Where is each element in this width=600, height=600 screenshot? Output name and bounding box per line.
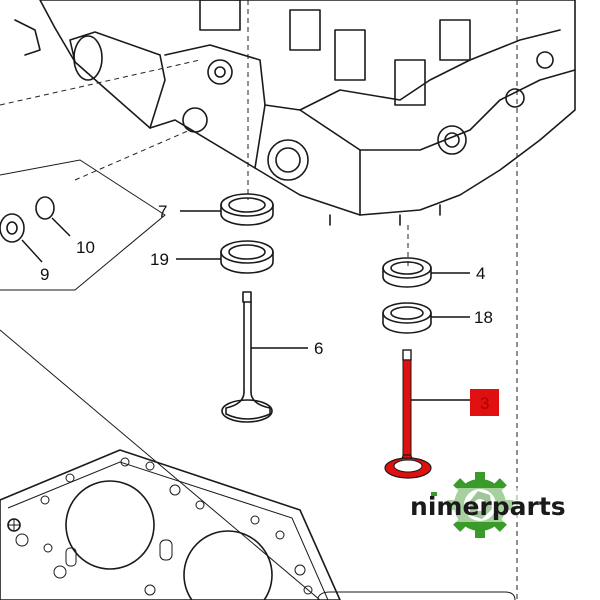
head-gasket <box>0 329 341 600</box>
brand-logo: nimerparts <box>408 472 566 538</box>
callout-9: 9 <box>40 265 49 284</box>
valve-part-6 <box>221 291 273 423</box>
brand-text-part2: i <box>428 492 437 521</box>
cylinder-head <box>14 0 576 226</box>
svg-text:nimerparts: nimerparts <box>410 492 566 521</box>
callout-10: 10 <box>76 238 95 257</box>
valve-stem-highlight <box>402 359 412 456</box>
valve-seal-part-18 <box>382 302 432 334</box>
brand-text-part1: n <box>410 492 428 521</box>
callout-7: 7 <box>158 202 167 221</box>
highlighted-valve <box>384 349 432 479</box>
valve-seal-part-19 <box>220 240 274 274</box>
callout-18: 18 <box>474 308 493 327</box>
valve-seal-part-4 <box>382 257 432 288</box>
callout-19: 19 <box>150 250 169 269</box>
plug-part-9 <box>0 213 25 243</box>
brand-dot-accent <box>431 492 437 496</box>
valve-seal-part-7 <box>220 193 274 226</box>
dowel-icon <box>7 518 21 532</box>
brand-text-part3: merparts <box>436 492 565 521</box>
washer-part-10 <box>35 196 55 220</box>
callout-highlight-box <box>470 389 499 416</box>
callout-6: 6 <box>314 339 323 358</box>
callout-highlight: 3 <box>480 394 489 413</box>
detail-box: 10 9 <box>0 159 166 291</box>
callout-4: 4 <box>476 264 485 283</box>
